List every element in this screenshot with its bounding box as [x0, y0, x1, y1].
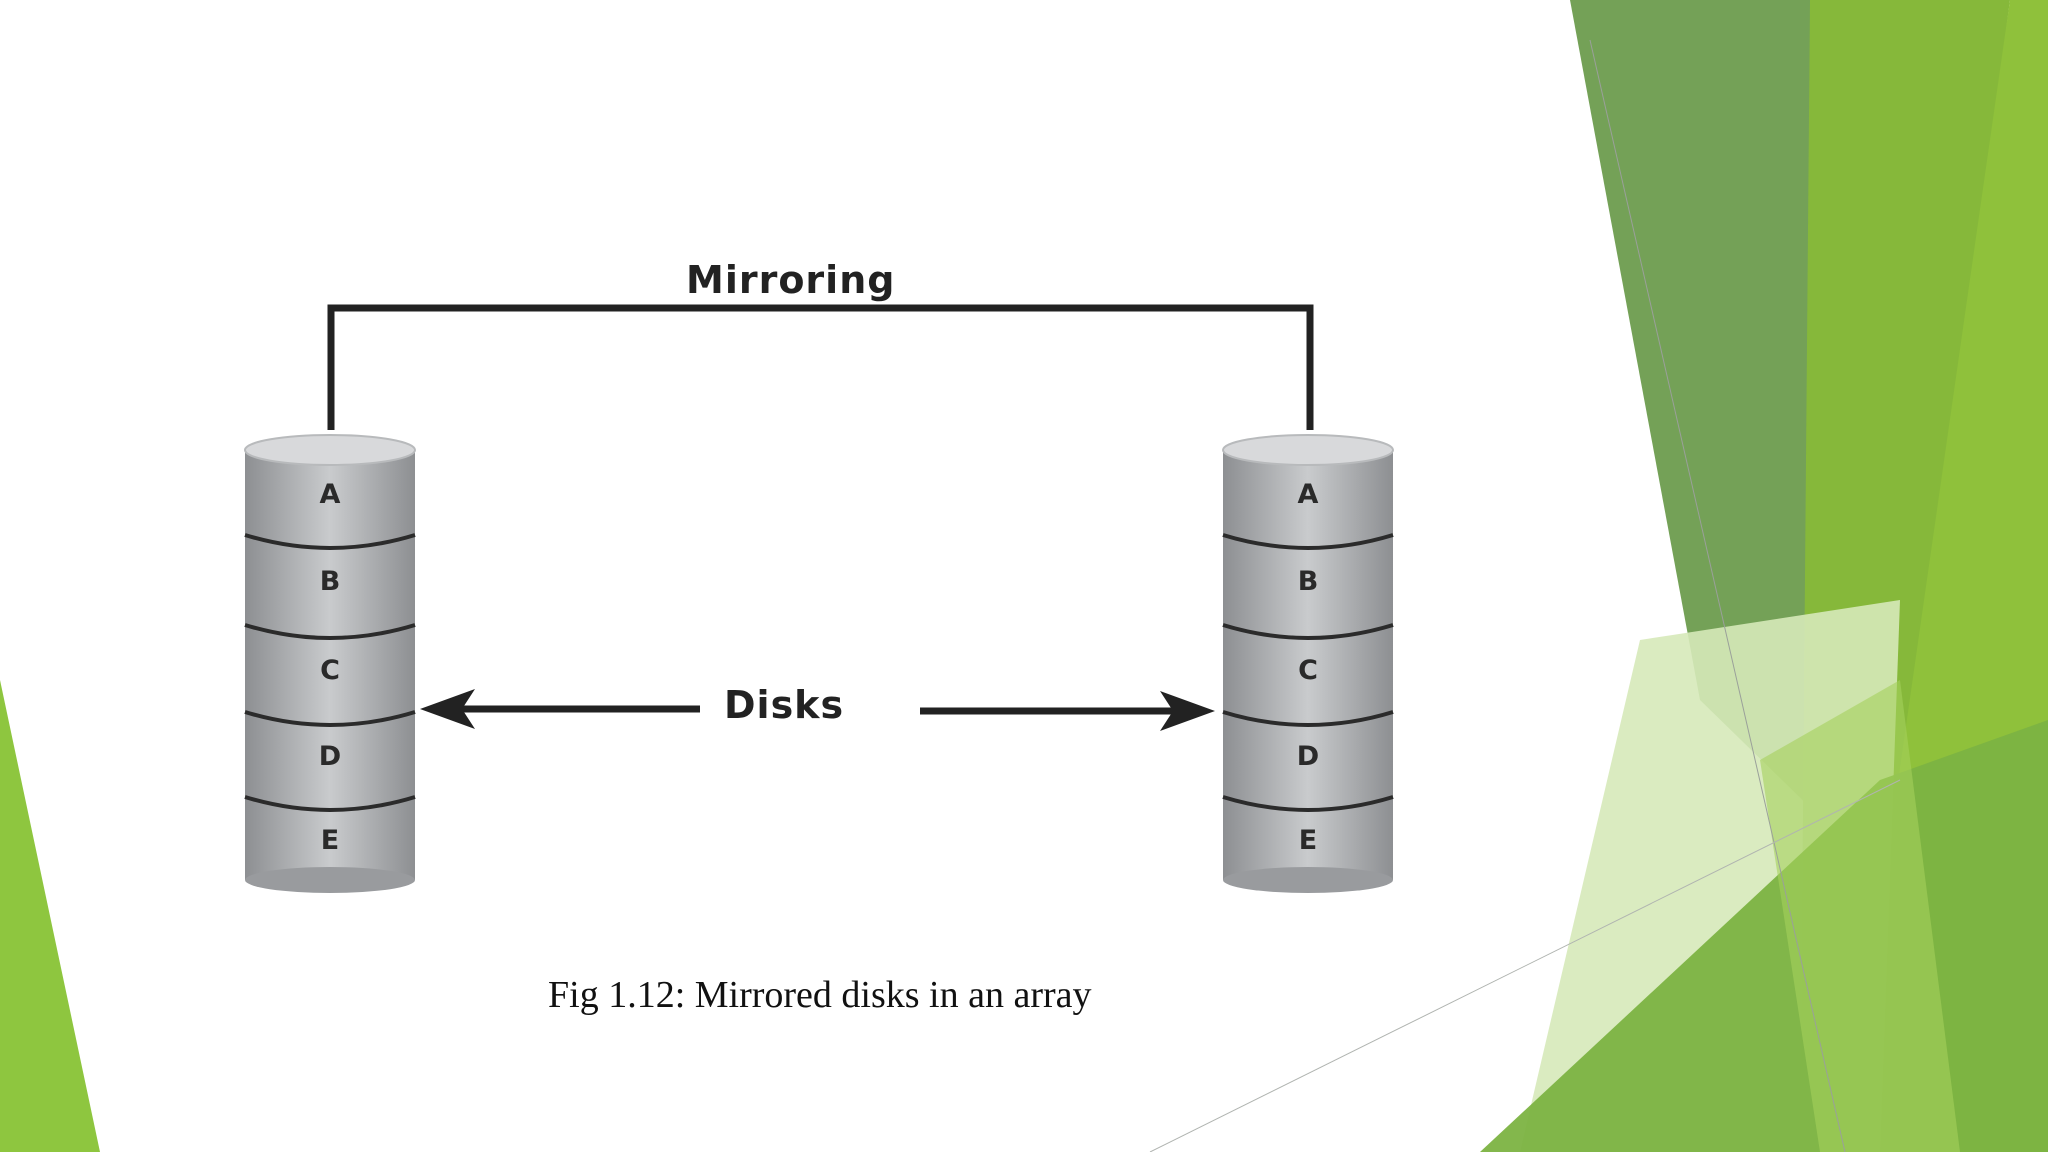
- disk-segment-label: E: [320, 824, 340, 856]
- figure-caption: Fig 1.12: Mirrored disks in an array: [548, 974, 1092, 1016]
- disk-segment-divider: [1222, 623, 1394, 640]
- disk-segment-label: D: [318, 740, 342, 772]
- thin-diagonal-line: [1589, 39, 1846, 1152]
- disk-segment-label: A: [319, 478, 341, 510]
- disk-segment-divider: [244, 795, 416, 812]
- disk-segment-label: E: [1298, 824, 1318, 856]
- disk-bottom: [1223, 867, 1393, 893]
- disk-bottom: [245, 867, 415, 893]
- left-disk-stack: [244, 434, 416, 893]
- disks-arrow-right-head: [1160, 691, 1215, 731]
- left-green-triangle: [0, 680, 100, 1152]
- disk-segment-label: C: [1298, 654, 1318, 686]
- disk-segment-label: B: [319, 566, 341, 597]
- disk-segment-divider: [244, 623, 416, 640]
- disk-segment-divider: [244, 710, 416, 727]
- disk-segment-label: C: [320, 654, 340, 686]
- disk-segment-divider: [244, 533, 416, 550]
- disk-segment-divider: [1222, 533, 1394, 550]
- mirroring-connector-line: [327, 304, 1314, 430]
- disk-segment-label: B: [1297, 566, 1319, 597]
- right-disk-stack: [1222, 434, 1394, 893]
- disk-segment-divider: [1222, 795, 1394, 812]
- disk-top-cap: [244, 434, 416, 466]
- disk-segment-divider: [1222, 710, 1394, 727]
- disk-top-cap: [1222, 434, 1394, 466]
- right-accent-triangle: [1760, 680, 1960, 1152]
- disks-arrow-left-head: [420, 689, 475, 729]
- disk-segment-label: D: [1296, 740, 1320, 772]
- mirroring-label: Mirroring: [680, 258, 902, 302]
- disks-label: Disks: [718, 683, 851, 727]
- thin-diagonal-line: [1149, 779, 1901, 1152]
- disk-segment-label: A: [1297, 478, 1319, 510]
